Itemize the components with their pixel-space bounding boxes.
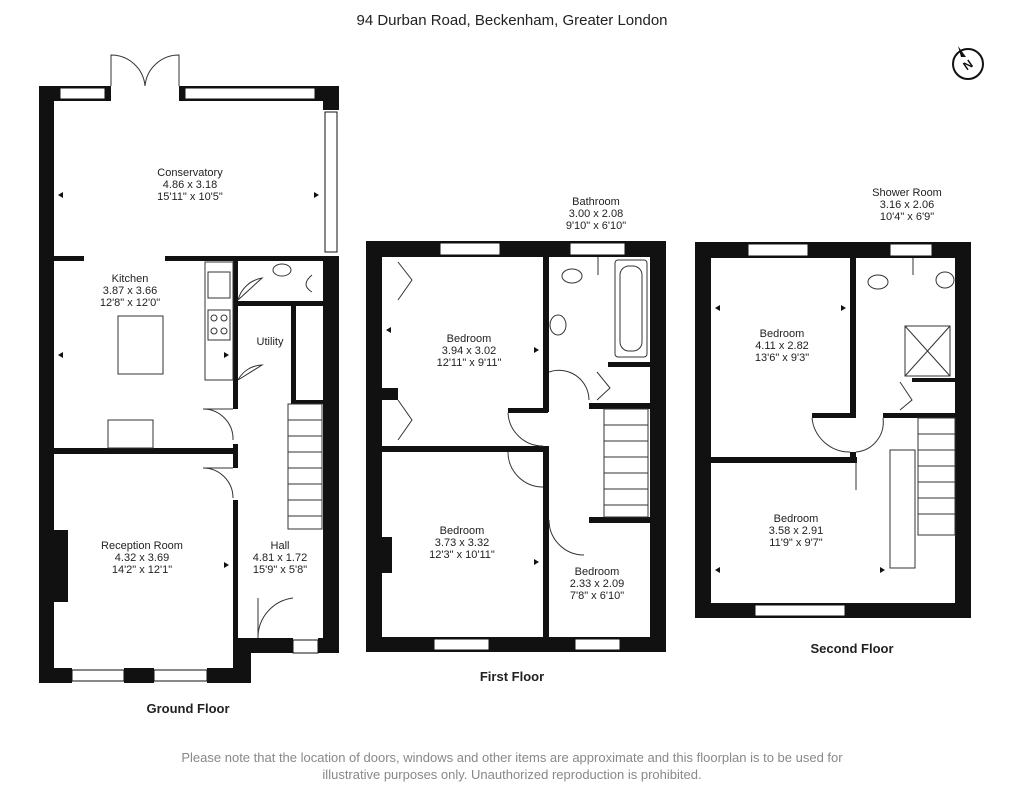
- floor-title-second: Second Floor: [810, 641, 894, 656]
- north-compass-icon: N: [952, 46, 984, 80]
- room-label-kitchen: Kitchen 3.87 x 3.66 12'8" x 12'0": [99, 273, 161, 309]
- property-address: 94 Durban Road, Beckenham, Greater Londo…: [356, 12, 668, 29]
- room-label-conservatory: Conservatory 4.86 x 3.18 15'11" x 10'5": [157, 167, 223, 203]
- room-label-sf-bedroom-1: Bedroom 4.11 x 2.82 13'6" x 9'3": [754, 328, 810, 364]
- room-label-bathroom: Bathroom 3.00 x 2.08 9'10" x 6'10": [565, 196, 627, 232]
- room-label-shower-room: Shower Room 3.16 x 2.06 10'4" x 6'9": [872, 187, 942, 223]
- room-label-ff-bedroom-3: Bedroom 2.33 x 2.09 7'8" x 6'10": [569, 566, 625, 602]
- room-label-reception: Reception Room 4.32 x 3.69 14'2" x 12'1": [101, 540, 183, 576]
- room-label-utility: Utility: [256, 336, 284, 348]
- second-floor-walls: [695, 242, 971, 618]
- disclaimer: Please note that the location of doors, …: [181, 750, 843, 782]
- room-label-sf-bedroom-2: Bedroom 3.58 x 2.91 11'9" x 9'7": [768, 513, 824, 549]
- room-label-hall: Hall 4.81 x 1.72 15'9" x 5'8": [252, 540, 308, 576]
- room-label-ff-bedroom-2: Bedroom 3.73 x 3.32 12'3" x 10'11": [429, 525, 495, 561]
- floor-title-ground: Ground Floor: [146, 701, 230, 716]
- floor-title-first: First Floor: [479, 669, 545, 684]
- room-label-ff-bedroom-1: Bedroom 3.94 x 3.02 12'11" x 9'11": [436, 333, 502, 369]
